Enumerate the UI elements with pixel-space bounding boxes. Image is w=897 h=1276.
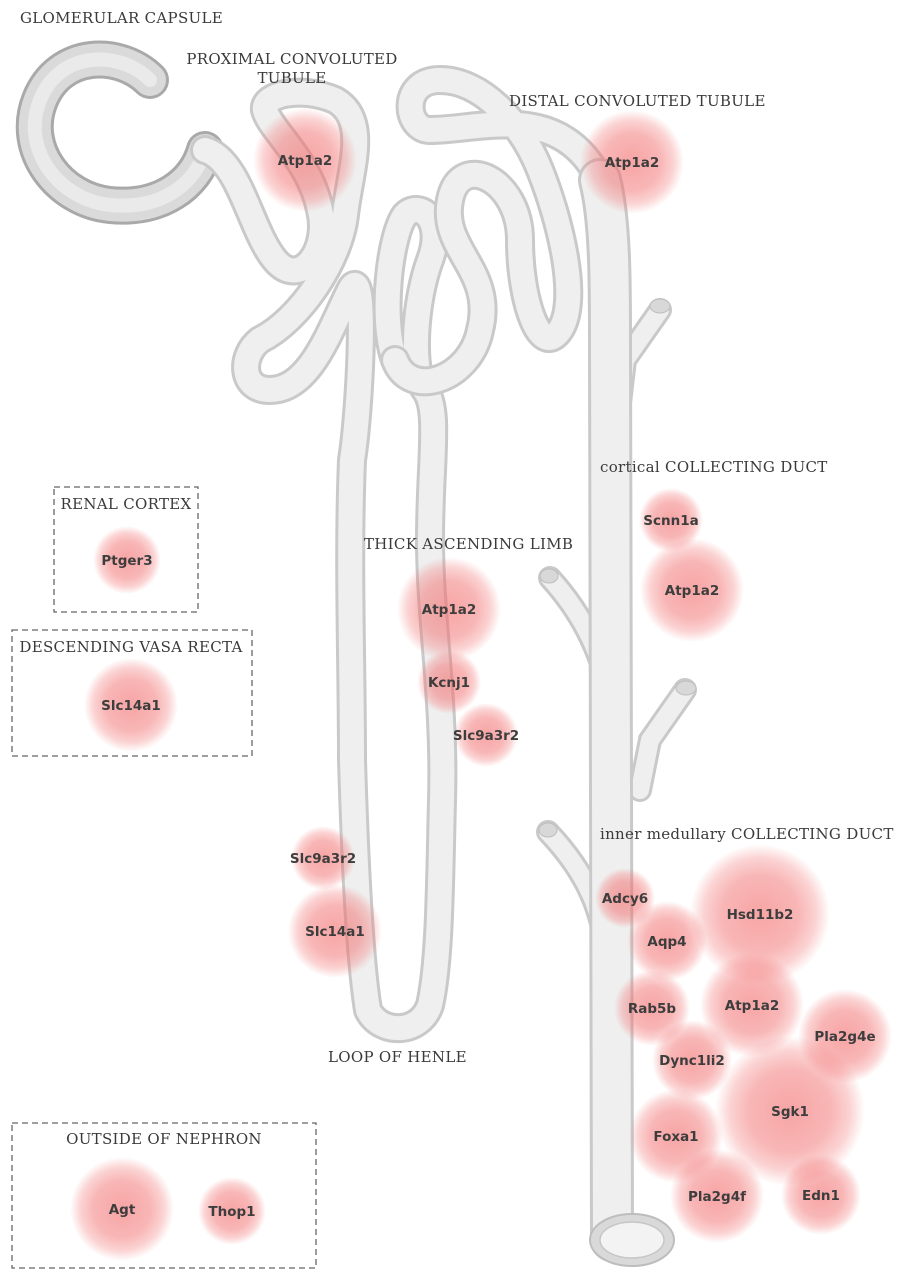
gene-label: Atp1a2 xyxy=(422,602,476,618)
loop-of-henle-label: LOOP OF HENLE xyxy=(328,1048,467,1066)
gene-label: Scnn1a xyxy=(643,513,698,529)
gene-label: Aqp4 xyxy=(647,934,686,950)
descending-vasa-recta-label: DESCENDING VASA RECTA xyxy=(19,638,242,656)
gene-label: Pla2g4f xyxy=(688,1189,746,1205)
gene-label: Adcy6 xyxy=(602,891,648,907)
gene-spot-pct-atp1a2: Atp1a2 xyxy=(253,108,357,212)
gene-spot-imcd-pla2g4f: Pla2g4f xyxy=(670,1149,764,1243)
gene-label: Agt xyxy=(109,1202,136,1218)
gene-label: Slc9a3r2 xyxy=(290,851,356,867)
gene-spot-ccd-atp1a2: Atp1a2 xyxy=(640,538,744,642)
gene-spot-out-thop1: Thop1 xyxy=(198,1177,266,1245)
gene-spot-loh-slc14a1: Slc14a1 xyxy=(288,884,382,978)
cortical-collecting-duct-label: cortical COLLECTING DUCT xyxy=(600,458,828,476)
inner-medullary-collecting-duct-label: inner medullary COLLECTING DUCT xyxy=(600,825,894,843)
gene-spot-rc-ptger3: Ptger3 xyxy=(93,526,161,594)
gene-label: Ptger3 xyxy=(101,553,152,569)
gene-spot-dvr-slc14a1: Slc14a1 xyxy=(84,658,178,752)
gene-label: Hsd11b2 xyxy=(727,907,794,923)
distal-tubule-label: DISTAL CONVOLUTED TUBULE xyxy=(509,92,766,110)
gene-label: Slc14a1 xyxy=(305,924,365,940)
gene-label: Slc9a3r2 xyxy=(453,728,519,744)
gene-label: Atp1a2 xyxy=(665,583,719,599)
gene-label: Atp1a2 xyxy=(725,998,779,1014)
gene-label: Slc14a1 xyxy=(101,698,161,714)
gene-label: Kcnj1 xyxy=(428,675,470,691)
gene-spot-dct-atp1a2: Atp1a2 xyxy=(580,110,684,214)
gene-label: Rab5b xyxy=(628,1001,677,1017)
thick-ascending-limb-label: THICK ASCENDING LIMB xyxy=(364,535,573,553)
proximal-tubule-label-line2: TUBULE xyxy=(257,69,326,87)
gene-spot-tal-kcnj1: Kcnj1 xyxy=(417,650,481,714)
glomerular-capsule-label: GLOMERULAR CAPSULE xyxy=(20,9,223,27)
proximal-tubule-label-line1: PROXIMAL CONVOLUTED xyxy=(186,50,397,68)
gene-spot-tal-atp1a2: Atp1a2 xyxy=(397,557,501,661)
gene-label: Atp1a2 xyxy=(278,153,332,169)
gene-label: Sgk1 xyxy=(771,1104,809,1120)
gene-label: Thop1 xyxy=(208,1204,255,1220)
gene-label: Edn1 xyxy=(802,1188,840,1204)
gene-label: Atp1a2 xyxy=(605,155,659,171)
gene-spot-tal-slc9a3r2: Slc9a3r2 xyxy=(453,703,519,767)
outside-nephron-label: OUTSIDE OF NEPHRON xyxy=(66,1130,262,1148)
gene-spot-imcd-edn1: Edn1 xyxy=(781,1155,861,1235)
renal-cortex-label: RENAL CORTEX xyxy=(61,495,192,513)
gene-label: Foxa1 xyxy=(653,1129,698,1145)
gene-spot-out-agt: Agt xyxy=(70,1157,174,1261)
gene-spot-imcd-aqp4: Aqp4 xyxy=(627,901,707,981)
gene-label: Dync1li2 xyxy=(659,1053,725,1069)
gene-label: Pla2g4e xyxy=(814,1029,875,1045)
glomerular-capsule-shape xyxy=(35,60,205,206)
